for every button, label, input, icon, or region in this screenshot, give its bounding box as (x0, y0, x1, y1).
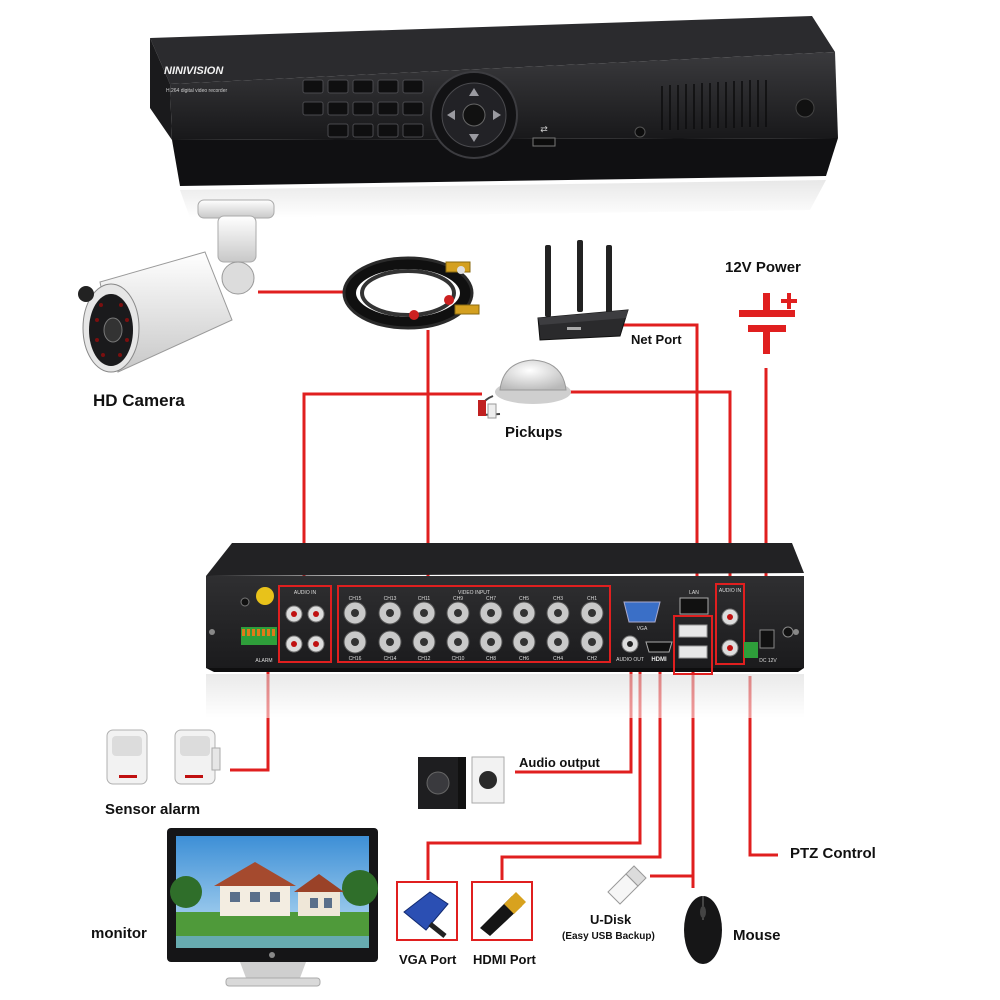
channel-label-ch15: CH15 (349, 596, 362, 602)
mouse-label: Mouse (733, 927, 781, 944)
motion-sensor-icon (106, 729, 221, 785)
channel-label-ch11: CH11 (418, 596, 431, 602)
vga-cable-icon (396, 881, 458, 941)
twelve-v-power-label: 12V Power (725, 259, 801, 276)
audio-in-label: AUDIO IN (294, 590, 317, 596)
mouse-icon (684, 896, 722, 964)
nvr-brand-logo: NINIVISION (164, 65, 224, 77)
lan-panel-label: LAN (689, 590, 699, 596)
nvr-rear-panel (206, 543, 804, 718)
hdmi-panel-label: HDMI (651, 657, 667, 663)
audio-in-right-label: AUDIO IN (719, 588, 742, 594)
channel-label-ch10: CH10 (452, 656, 465, 662)
net-port-label: Net Port (631, 332, 682, 347)
svg-text:⇄: ⇄ (540, 125, 548, 135)
channel-label-ch2: CH2 (587, 656, 597, 662)
channel-label-ch14: CH14 (384, 656, 397, 662)
channel-label-ch1: CH1 (587, 596, 597, 602)
hdmi-port-label: HDMI Port (473, 952, 536, 967)
sensor-alarm-label: Sensor alarm (105, 801, 201, 818)
monitor-label: monitor (91, 925, 147, 942)
speakers-icon (418, 756, 505, 809)
alarm-label: ALARM (255, 658, 272, 664)
dc-12v-label: DC 12V (759, 658, 777, 664)
hd-camera-icon (78, 199, 275, 373)
video-input-label: VIDEO INPUT (458, 590, 490, 596)
channel-label-ch13: CH13 (384, 596, 397, 602)
vga-panel-label: VGA (637, 626, 648, 632)
u-disk-sub-label: (Easy USB Backup) (562, 931, 655, 942)
ptz-control-label: PTZ Control (790, 845, 876, 862)
monitor-icon (167, 828, 378, 987)
hd-camera-label: HD Camera (93, 391, 185, 410)
bnc-cable-coil-icon (342, 256, 480, 330)
audio-out-panel-label: AUDIO OUT (616, 657, 644, 663)
nvr-model-text: H.264 digital video recorder (166, 88, 227, 94)
channel-label-ch6: CH6 (519, 656, 529, 662)
nav-wheel-icon (430, 71, 518, 159)
channel-label-ch8: CH8 (486, 656, 496, 662)
channel-label-ch5: CH5 (519, 596, 529, 602)
channel-label-ch9: CH9 (453, 596, 463, 602)
dc-power-symbol-icon (739, 293, 797, 354)
channel-label-ch16: CH16 (349, 656, 362, 662)
router-icon (537, 240, 629, 341)
channel-label-ch7: CH7 (486, 596, 496, 602)
channel-label-ch3: CH3 (553, 596, 563, 602)
pickup-microphone-icon (478, 359, 571, 419)
nvr-front-unit: ⇄ (150, 16, 838, 218)
hdmi-cable-icon (471, 881, 533, 941)
channel-label-ch12: CH12 (418, 656, 431, 662)
usb-drive-icon (607, 865, 647, 905)
u-disk-label: U-Disk (590, 912, 632, 927)
front-usb-port-icon: ⇄ (532, 125, 556, 147)
channel-label-ch4: CH4 (553, 656, 563, 662)
vga-port-label: VGA Port (399, 952, 457, 967)
pickups-label: Pickups (505, 424, 563, 441)
audio-output-label: Audio output (519, 755, 600, 770)
